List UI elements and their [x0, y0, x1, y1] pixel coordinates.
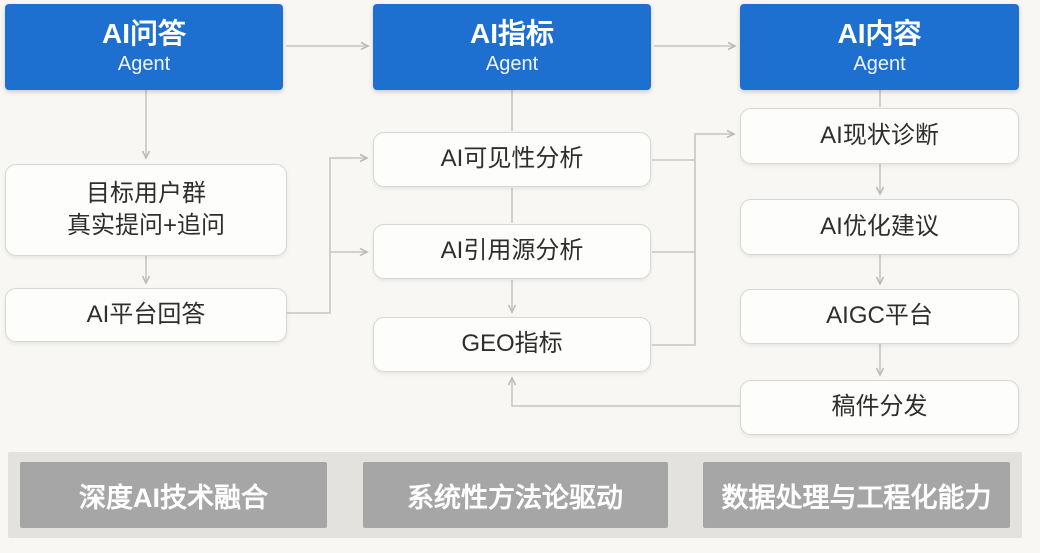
node-visibility-analysis: AI可见性分析	[373, 132, 651, 187]
capability-systematic-methodology-label: 系统性方法论驱动	[407, 482, 623, 513]
connector-platform-answer-to-visibility	[287, 153, 369, 314]
capability-ai-tech-fusion-label: 深度AI技术融合	[79, 482, 268, 513]
connector-metrics-outputs-to-status-diagnosis	[652, 129, 736, 346]
arrow-distribution-feedback-to-geo-metrics	[507, 376, 740, 407]
agent-qa-subtitle: Agent	[117, 53, 171, 76]
capability-ai-tech-fusion: 深度AI技术融合	[20, 462, 327, 528]
node-article-distribution: 稿件分发	[740, 380, 1019, 435]
aigc-platform-label: AIGC平台	[826, 302, 933, 330]
agent-metrics-subtitle: Agent	[485, 53, 539, 76]
agent-card-content: AI内容 Agent	[740, 4, 1019, 90]
agent-content-title: AI内容	[837, 17, 922, 49]
agent-card-qa: AI问答 Agent	[5, 4, 283, 90]
node-aigc-platform: AIGC平台	[740, 289, 1019, 344]
capability-bar: 深度AI技术融合 系统性方法论驱动 数据处理与工程化能力	[8, 452, 1022, 538]
node-platform-answer: AI平台回答	[5, 288, 287, 342]
node-geo-metrics: GEO指标	[373, 317, 651, 372]
status-diagnosis-label: AI现状诊断	[820, 121, 939, 149]
capability-data-engineering-label: 数据处理与工程化能力	[721, 482, 992, 513]
agent-qa-title: AI问答	[101, 17, 186, 49]
node-optimization-advice: AI优化建议	[740, 199, 1019, 255]
agent-card-metrics: AI指标 Agent	[373, 4, 651, 90]
capability-systematic-methodology: 系统性方法论驱动	[362, 462, 668, 528]
node-status-diagnosis: AI现状诊断	[740, 108, 1019, 164]
article-distribution-label: 稿件分发	[831, 393, 928, 421]
agent-content-subtitle: Agent	[853, 53, 906, 76]
citation-source-analysis-label: AI引用源分析	[440, 237, 584, 265]
capability-data-engineering: 数据处理与工程化能力	[703, 462, 1010, 528]
target-users-line2: 真实提问+追问	[66, 212, 225, 239]
target-users-line1: 目标用户群	[86, 179, 206, 207]
platform-answer-label: AI平台回答	[86, 300, 206, 328]
agent-metrics-title: AI指标	[469, 17, 554, 49]
geo-metrics-label: GEO指标	[461, 330, 563, 358]
visibility-analysis-label: AI可见性分析	[440, 145, 584, 173]
node-target-users: 目标用户群 真实提问+追问	[5, 164, 287, 256]
node-citation-source-analysis: AI引用源分析	[373, 224, 651, 279]
optimization-advice-label: AI优化建议	[820, 212, 939, 240]
